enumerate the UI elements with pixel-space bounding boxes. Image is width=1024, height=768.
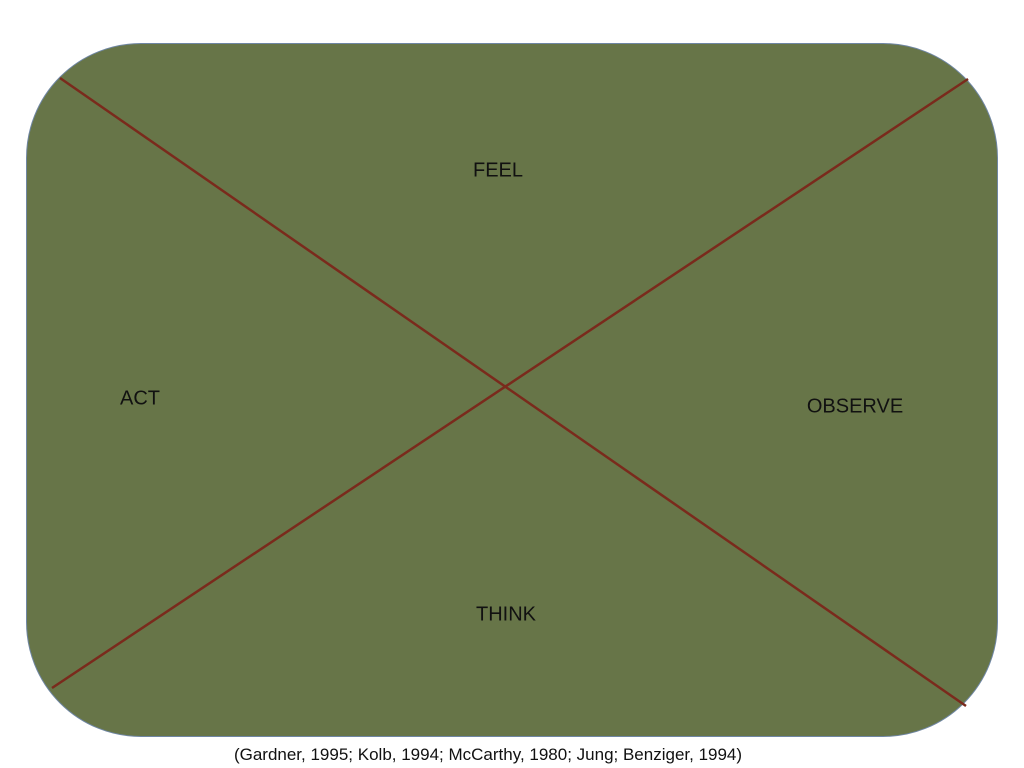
label-feel: FEEL	[472, 159, 524, 182]
diagonal-line-1	[59, 76, 967, 708]
label-think: THINK	[476, 603, 536, 626]
diagonal-line-2	[51, 77, 969, 690]
citation: (Gardner, 1995; Kolb, 1994; McCarthy, 19…	[233, 745, 743, 764]
label-act: ACT	[120, 387, 160, 410]
label-observe: OBSERVE	[806, 395, 904, 418]
